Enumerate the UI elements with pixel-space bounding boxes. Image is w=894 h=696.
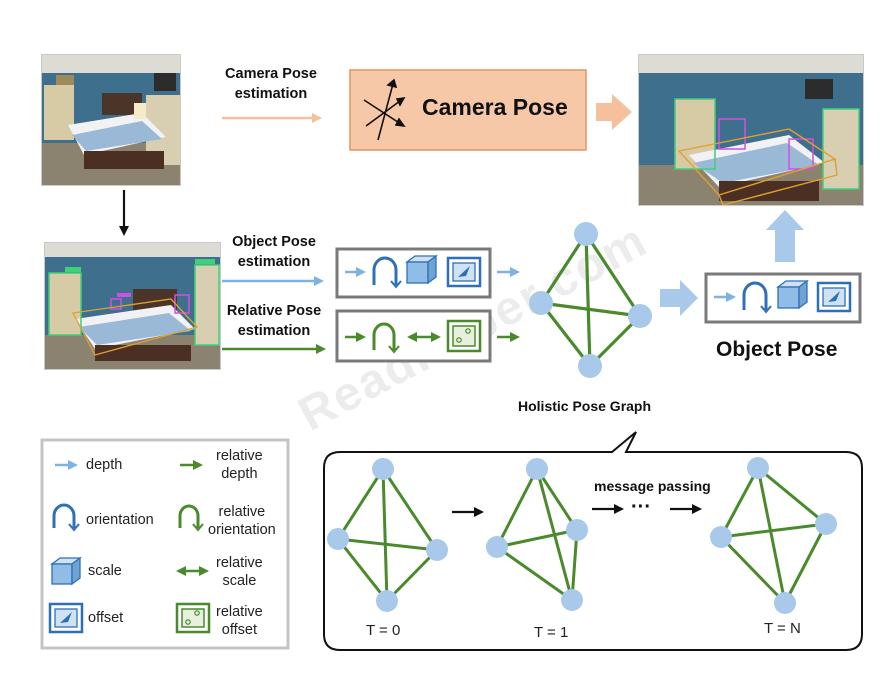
graph-node [747,457,769,479]
graph-node [710,526,732,548]
legend-relative-orientation-label: relative orientation [208,503,276,539]
message-passing-box [323,431,863,651]
holistic-pose-graph [529,222,652,378]
graph-node [566,519,588,541]
relative-pose-estimation-label: Relative Pose estimation [226,303,322,339]
relative-offset-icon [446,319,482,353]
legend-relative-orientation-line1: relative [218,504,266,520]
legend-relative-offset-line1: relative [216,604,263,620]
graph-node [628,304,652,328]
object-pose-title: Object Pose [716,338,838,361]
legend-relative-orientation-line2: orientation [208,522,276,538]
graph-t1 [486,458,588,611]
t1-label: T = 1 [534,624,569,641]
graph-node [574,222,598,246]
graph-tn [710,457,837,614]
legend-relative-offset-line2: offset [221,622,257,638]
graph-node [526,458,548,480]
message-passing-label: message passing [594,478,711,494]
legend-relative-orientation-icon [178,504,200,528]
legend-relative-scale-line2: scale [222,573,257,589]
graph-node [376,590,398,612]
legend-relative-offset-icon [175,602,211,634]
camera-pose-title: Camera Pose [422,94,568,120]
graph-to-object-pose-arrow [660,280,698,316]
graph-node [486,536,508,558]
legend-relative-scale-line1: relative [216,555,263,571]
camera-pose-estimation-label: Camera Pose estimation [225,66,317,102]
ellipsis-label: ··· [631,496,651,518]
camera-to-output-arrow [596,94,632,130]
object-pose-estimation-label: Object Pose estimation [232,234,316,270]
t0-label: T = 0 [366,622,401,639]
holistic-pose-graph-label: Holistic Pose Graph [518,398,652,414]
object-pose-up-arrow [766,210,804,262]
legend-relative-depth-line1: relative [216,448,263,464]
scale-icon [405,254,438,285]
camera-axes-icon [363,78,406,141]
graph-node [529,291,553,315]
output-image [638,54,864,206]
graph-node [578,354,602,378]
legend-offset-icon [48,602,84,634]
orientation-icon [742,281,768,310]
legend-offset-label: offset [88,610,124,626]
graph-node [774,592,796,614]
graph-node [561,589,583,611]
graph-node [327,528,349,550]
offset-icon [446,256,482,288]
legend-depth-label: depth [86,457,123,473]
legend-relative-depth-label: relative depth [216,447,263,483]
posed-bedroom-image [639,55,863,205]
graph-t0 [327,458,448,612]
legend-orientation-icon [52,503,76,528]
relative-orientation-icon [372,322,396,350]
detected-bedroom-image [45,243,220,369]
bedroom-image [42,55,180,185]
graph-node [815,513,837,535]
graph-node [372,458,394,480]
legend-relative-offset-label: relative offset [216,603,263,639]
legend-orientation-label: orientation [86,512,154,528]
offset-icon [816,281,852,313]
orientation-icon [372,256,398,285]
scale-icon [776,279,809,310]
tn-label: T = N [764,620,801,637]
graph-node [426,539,448,561]
input-image [41,54,181,186]
legend-relative-scale-label: relative scale [216,554,263,590]
legend-relative-depth-line2: depth [221,466,258,482]
legend-scale-icon [50,556,82,586]
legend-scale-label: scale [88,563,122,579]
detection-image [44,242,221,370]
